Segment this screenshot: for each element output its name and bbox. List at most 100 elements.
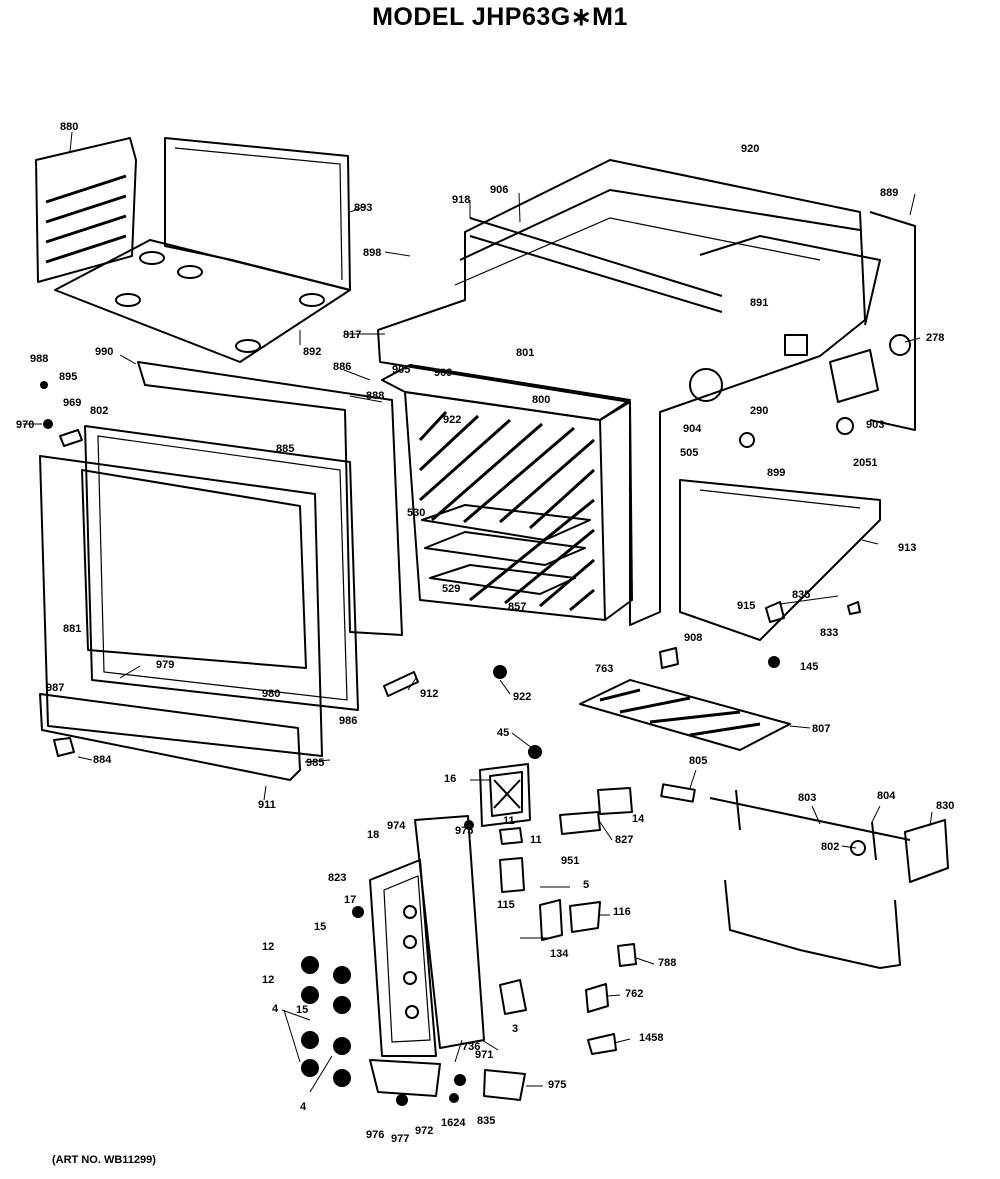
oven-cavity xyxy=(381,364,633,621)
part-label-909: 909 xyxy=(434,367,452,379)
part-label-889: 889 xyxy=(880,187,898,199)
part-label-4: 4 xyxy=(272,1003,279,1015)
door-trim-911 xyxy=(39,693,301,781)
part-label-905: 905 xyxy=(392,364,410,376)
diagram-title: MODEL JHP63G∗M1 xyxy=(372,3,628,31)
part-label-830: 830 xyxy=(936,800,954,812)
part-label-857: 857 xyxy=(508,601,526,613)
control-panel-assembly xyxy=(301,763,637,1106)
part-label-807: 807 xyxy=(812,723,830,735)
part-label-886: 886 xyxy=(333,361,351,373)
part-label-45: 45 xyxy=(497,727,509,739)
part-label-16: 16 xyxy=(444,773,456,785)
part-label-802: 802 xyxy=(90,405,108,417)
part-label-12: 12 xyxy=(262,974,274,986)
art-number: (ART NO. WB11299) xyxy=(52,1154,156,1166)
part-label-14: 14 xyxy=(632,813,645,825)
part-label-971: 971 xyxy=(475,1049,493,1061)
part-label-145: 145 xyxy=(800,661,818,673)
part-label-833: 833 xyxy=(820,627,838,639)
part-label-134: 134 xyxy=(550,948,569,960)
part-label-975: 975 xyxy=(548,1079,566,1091)
part-label-15: 15 xyxy=(314,921,326,933)
part-label-530: 530 xyxy=(407,507,425,519)
part-label-979: 979 xyxy=(156,659,174,671)
part-label-881: 881 xyxy=(63,623,81,635)
part-label-4: 4 xyxy=(300,1101,307,1113)
part-label-800: 800 xyxy=(532,394,550,406)
part-label-804: 804 xyxy=(877,790,896,802)
part-label-18: 18 xyxy=(367,829,379,841)
part-label-788: 788 xyxy=(658,957,676,969)
part-label-891: 891 xyxy=(750,297,768,309)
part-label-974: 974 xyxy=(387,820,406,832)
part-label-762: 762 xyxy=(625,988,643,1000)
part-label-801: 801 xyxy=(516,347,534,359)
part-label-763: 763 xyxy=(595,663,613,675)
broil-pan-807 xyxy=(579,679,791,751)
part-label-529: 529 xyxy=(442,583,460,595)
part-label-805: 805 xyxy=(689,755,707,767)
part-labels: 8808938989189069208898928178018912789889… xyxy=(16,121,954,1145)
part-label-899: 899 xyxy=(767,467,785,479)
part-label-913: 913 xyxy=(898,542,916,554)
part-label-895: 895 xyxy=(59,371,77,383)
part-label-975: 975 xyxy=(455,825,473,837)
part-label-970: 970 xyxy=(16,419,34,431)
part-label-920: 920 xyxy=(741,143,759,155)
part-label-988: 988 xyxy=(30,353,48,365)
part-label-898: 898 xyxy=(363,247,381,259)
part-label-17: 17 xyxy=(344,894,356,906)
part-label-2051: 2051 xyxy=(853,457,877,469)
part-label-904: 904 xyxy=(683,423,702,435)
oven-cabinet xyxy=(377,159,916,626)
part-label-803: 803 xyxy=(798,792,816,804)
part-label-15: 15 xyxy=(296,1004,308,1016)
part-label-976: 976 xyxy=(366,1129,384,1141)
part-label-912: 912 xyxy=(420,688,438,700)
part-label-990: 990 xyxy=(95,346,113,358)
part-label-906: 906 xyxy=(490,184,508,196)
part-label-115: 115 xyxy=(497,899,515,911)
part-label-835: 835 xyxy=(792,589,810,601)
cooktop-base-892 xyxy=(54,239,351,363)
part-label-1624: 1624 xyxy=(441,1117,466,1129)
door-glass-frames xyxy=(39,425,359,757)
part-label-892: 892 xyxy=(303,346,321,358)
part-label-12: 12 xyxy=(262,941,274,953)
part-label-888: 888 xyxy=(366,390,384,402)
part-label-980: 980 xyxy=(262,688,280,700)
part-label-884: 884 xyxy=(93,754,112,766)
part-label-985: 985 xyxy=(306,757,324,769)
part-label-922: 922 xyxy=(443,414,461,426)
part-label-885: 885 xyxy=(276,443,294,455)
part-label-951: 951 xyxy=(561,855,579,867)
rotisserie-assembly xyxy=(660,783,949,969)
part-label-116: 116 xyxy=(613,906,631,918)
leader-lines xyxy=(23,131,933,1093)
rack-panel-880 xyxy=(35,137,137,283)
part-label-987: 987 xyxy=(46,682,64,694)
side-panel-913 xyxy=(679,479,881,641)
part-label-986: 986 xyxy=(339,715,357,727)
part-label-11: 11 xyxy=(530,834,542,846)
part-label-977: 977 xyxy=(391,1133,409,1145)
part-label-903: 903 xyxy=(866,419,884,431)
part-label-972: 972 xyxy=(415,1125,433,1137)
door-inner-panel-990 xyxy=(137,361,403,636)
part-label-918: 918 xyxy=(452,194,470,206)
part-label-505: 505 xyxy=(680,447,698,459)
part-label-823: 823 xyxy=(328,872,346,884)
part-label-3: 3 xyxy=(512,1023,518,1035)
part-label-1458: 1458 xyxy=(639,1032,663,1044)
part-label-11: 11 xyxy=(503,815,515,827)
part-label-278: 278 xyxy=(926,332,944,344)
part-label-817: 817 xyxy=(343,329,361,341)
part-label-736: 736 xyxy=(462,1041,480,1053)
misc-parts xyxy=(40,381,861,759)
part-label-290: 290 xyxy=(750,405,768,417)
part-label-969: 969 xyxy=(63,397,81,409)
part-label-893: 893 xyxy=(354,202,372,214)
part-label-827: 827 xyxy=(615,834,633,846)
part-label-5: 5 xyxy=(583,879,589,891)
